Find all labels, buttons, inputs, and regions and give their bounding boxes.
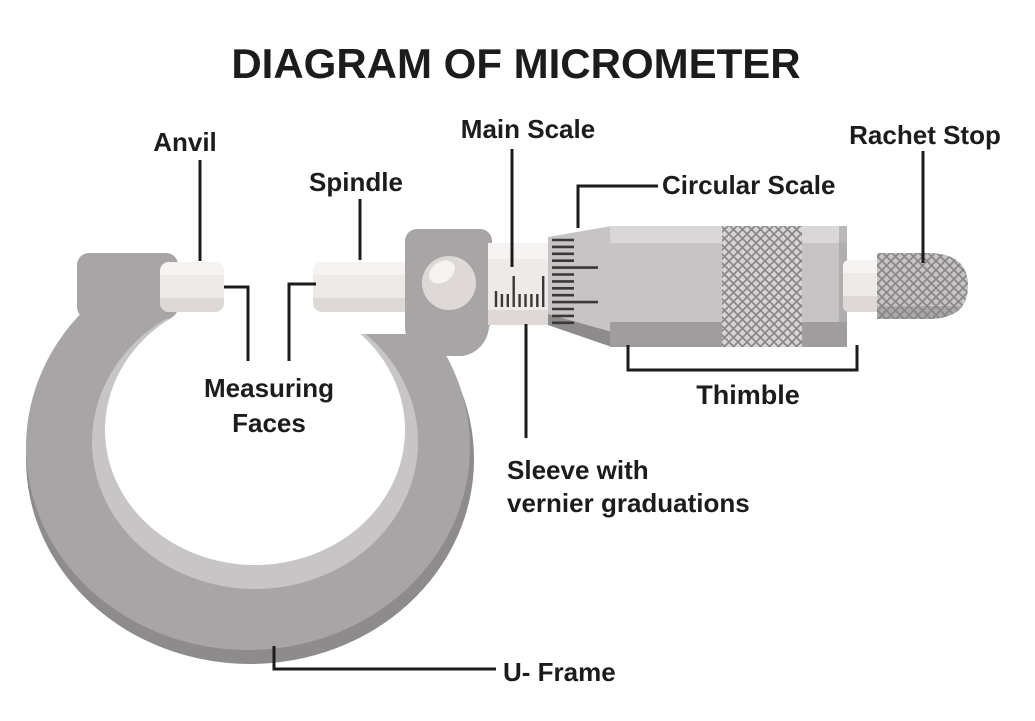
spindle-label: Spindle: [309, 167, 403, 197]
frame-cutout: [105, 295, 405, 565]
ratchet-knob: [877, 253, 968, 319]
thimble-bracket: [626, 345, 859, 372]
anvil-highlight: [160, 262, 224, 275]
sleeve-label-line2: vernier graduations: [507, 488, 750, 518]
anvil-label: Anvil: [153, 127, 217, 157]
circular-scale-leader-line: [576, 184, 658, 228]
ratchet-knob-shade: [877, 306, 968, 319]
ratchet-shaft: [843, 260, 883, 312]
anvil: [160, 262, 224, 312]
spindle: [313, 262, 413, 312]
thimble-knurl-band: [722, 226, 802, 347]
sleeve-label-line1: Sleeve with: [507, 455, 649, 485]
sleeve: [488, 243, 552, 325]
lock-knob-highlight: [429, 260, 455, 284]
circular-scale-label: Circular Scale: [662, 170, 835, 200]
main-scale-marks: [494, 276, 545, 307]
spindle-highlight: [313, 262, 413, 275]
measuring-faces-label-line1: Measuring: [204, 373, 334, 403]
sleeve-shadow: [488, 310, 552, 325]
ratchet-shaft-highlight: [843, 260, 883, 273]
leader-lines: [198, 149, 925, 671]
measuring-face-right-leader-line: [287, 282, 316, 361]
anvil-shadow: [160, 298, 224, 312]
u-frame-label: U- Frame: [503, 657, 616, 687]
anvil-holder-block: [77, 253, 178, 319]
thimble: [548, 226, 847, 347]
circular-scale-marks: [552, 238, 598, 325]
measuring-face-left-leader-line: [224, 285, 250, 361]
u-frame: [26, 224, 489, 664]
spindle-shadow: [313, 298, 413, 312]
ratchet-shaft-shadow: [843, 296, 883, 312]
sleeve-highlight: [488, 243, 552, 259]
u-frame-leader-line: [272, 646, 496, 671]
rachet-stop-label: Rachet Stop: [849, 120, 1001, 150]
main-scale-label: Main Scale: [461, 114, 595, 144]
thimble-label: Thimble: [696, 380, 800, 410]
page-title: DIAGRAM OF MICROMETER: [231, 40, 800, 87]
measuring-faces-label-line2: Faces: [232, 408, 306, 438]
